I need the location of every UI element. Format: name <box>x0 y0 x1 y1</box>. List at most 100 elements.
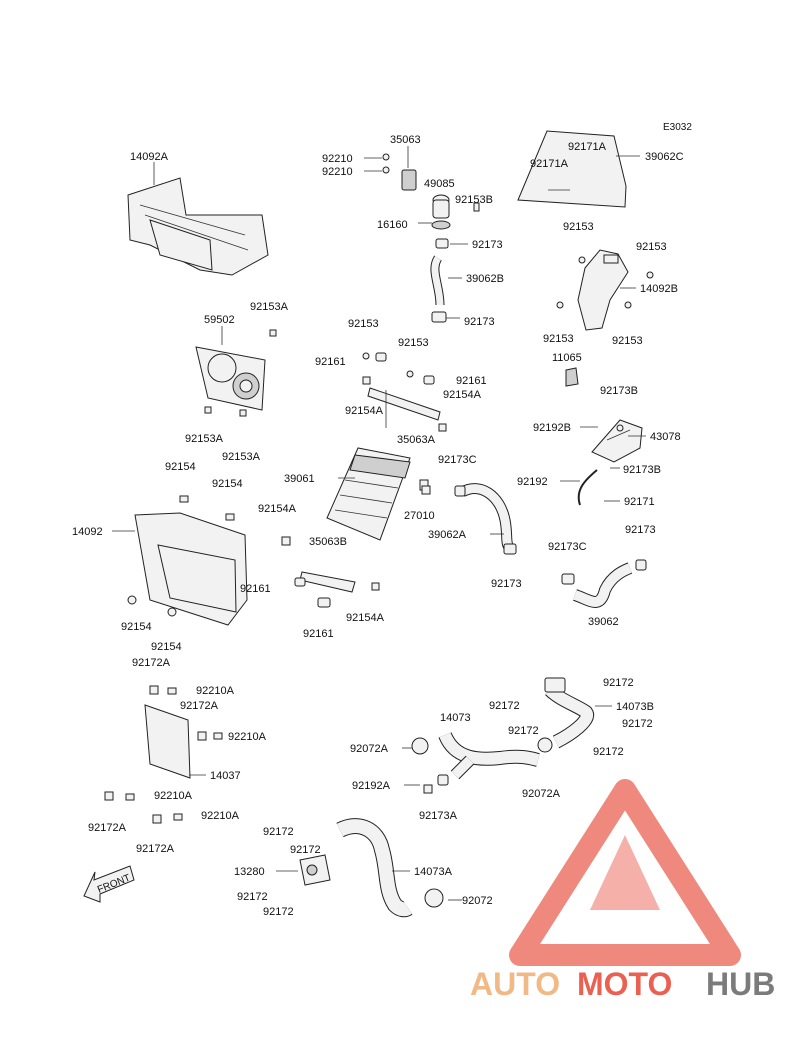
label-92072a-2: 92072A <box>522 788 561 800</box>
reservoir-43078 <box>577 419 643 506</box>
label-92171: 92171 <box>624 496 655 508</box>
label-14073b: 14073B <box>616 701 654 713</box>
shroud-14092b <box>556 249 654 331</box>
duct-14073a <box>299 818 444 918</box>
label-14073a: 14073A <box>414 866 453 878</box>
front-arrow: FRONT <box>83 865 135 903</box>
label-92154-l4: 92154 <box>151 641 182 653</box>
label-92154a-m2: 92154A <box>443 389 482 401</box>
label-92172-b2: 92172 <box>290 844 321 856</box>
label-92192: 92192 <box>517 476 548 488</box>
label-35063b: 35063B <box>309 536 347 548</box>
fan-59502 <box>195 329 277 417</box>
label-92153-r3: 92153 <box>543 333 574 345</box>
label-92210a-3: 92210A <box>228 731 267 743</box>
label-92172-r2: 92172 <box>489 700 520 712</box>
radiator-39061 <box>326 447 429 541</box>
label-92153b: 92153B <box>455 194 493 206</box>
label-39062: 39062 <box>588 616 619 628</box>
label-35063: 35063 <box>390 134 421 146</box>
label-92173c-1: 92173C <box>438 454 477 466</box>
label-92172a-3: 92172A <box>88 822 127 834</box>
label-92173-r: 92173 <box>491 578 522 590</box>
label-92210a-4: 92210A <box>154 790 193 802</box>
label-92173b-2: 92173B <box>623 464 661 476</box>
label-92173b-1: 92173B <box>600 385 638 397</box>
bracket-35063a <box>362 352 447 432</box>
shroud-14092a <box>127 177 269 276</box>
label-16160: 16160 <box>377 219 408 231</box>
label-14092a: 14092A <box>130 151 169 163</box>
label-92172a-1: 92172A <box>132 657 171 669</box>
label-92154-l1: 92154 <box>165 461 196 473</box>
cap-assembly <box>382 153 480 249</box>
label-92161-m2: 92161 <box>456 375 487 387</box>
label-59502: 59502 <box>204 314 235 326</box>
label-27010: 27010 <box>404 510 435 522</box>
label-92172-b4: 92172 <box>263 906 294 918</box>
watermark-hub: HUB <box>706 966 775 1002</box>
label-92153-r2: 92153 <box>636 241 667 253</box>
label-92171a-1: 92171A <box>568 141 607 153</box>
label-92173c-2: 92173C <box>548 541 587 553</box>
label-92171a-2: 92171A <box>530 158 569 170</box>
label-92154a-m1: 92154A <box>345 405 384 417</box>
label-14037: 14037 <box>210 770 241 782</box>
watermark-moto: MOTO <box>577 966 672 1002</box>
bracket-35063b <box>281 536 380 608</box>
label-92172a-2: 92172A <box>180 700 219 712</box>
part-11065 <box>565 367 579 387</box>
label-13280: 13280 <box>234 866 265 878</box>
label-35063a: 35063A <box>397 434 436 446</box>
label-92172a-4: 92172A <box>136 843 175 855</box>
label-39062b: 39062B <box>466 273 504 285</box>
label-92153-r1: 92153 <box>563 221 594 233</box>
label-49085: 49085 <box>424 178 455 190</box>
label-92173-1: 92173 <box>472 239 503 251</box>
label-92153a-2: 92153A <box>185 433 224 445</box>
leader-lines <box>112 146 646 901</box>
label-92154-l2: 92154 <box>212 478 243 490</box>
label-92161-m1: 92161 <box>315 356 346 368</box>
label-92210-1: 92210 <box>322 153 353 165</box>
label-92172-r1: 92172 <box>603 677 634 689</box>
plate-39062c <box>517 130 627 208</box>
label-92153-m1: 92153 <box>348 318 379 330</box>
label-92172-b3: 92172 <box>237 891 268 903</box>
label-92161-m4: 92161 <box>303 628 334 640</box>
label-92153a-3: 92153A <box>222 451 261 463</box>
hose-39062b <box>430 255 447 323</box>
part-labels: 14092A 35063 92210 92210 49085 92153B 16… <box>72 134 684 918</box>
label-92154a-m4: 92154A <box>346 612 385 624</box>
label-92172-r3: 92172 <box>622 718 653 730</box>
label-39061: 39061 <box>284 473 315 485</box>
watermark-auto: AUTO <box>470 966 560 1002</box>
label-92173-m3: 92173 <box>625 524 656 536</box>
hose-39062 <box>561 559 647 608</box>
label-14073: 14073 <box>440 712 471 724</box>
label-14092: 14092 <box>72 526 103 538</box>
duct-14073 <box>411 731 553 794</box>
label-92210a-2: 92210A <box>196 685 235 697</box>
label-92154a-m3: 92154A <box>258 503 297 515</box>
shroud-14092 <box>127 495 248 626</box>
watermark-logo: AUTO MOTO HUB <box>470 779 775 1002</box>
label-92173a-3: 92173A <box>419 810 458 822</box>
label-39062a: 39062A <box>428 529 467 541</box>
hose-39062a <box>421 483 517 555</box>
label-92072a-1: 92072A <box>350 743 389 755</box>
label-92154-l3: 92154 <box>121 621 152 633</box>
label-92172-r4: 92172 <box>508 725 539 737</box>
label-92153-m2: 92153 <box>398 337 429 349</box>
label-92192a: 92192A <box>352 780 391 792</box>
label-39062c: 39062C <box>645 151 684 163</box>
duct-14073b <box>544 677 594 749</box>
label-11065: 11065 <box>552 352 582 364</box>
label-92210-2: 92210 <box>322 166 353 178</box>
label-92153a-1: 92153A <box>250 301 289 313</box>
label-14092b: 14092B <box>640 283 678 295</box>
diagram-code: E3032 <box>663 122 692 133</box>
label-92153-r4: 92153 <box>612 335 643 347</box>
